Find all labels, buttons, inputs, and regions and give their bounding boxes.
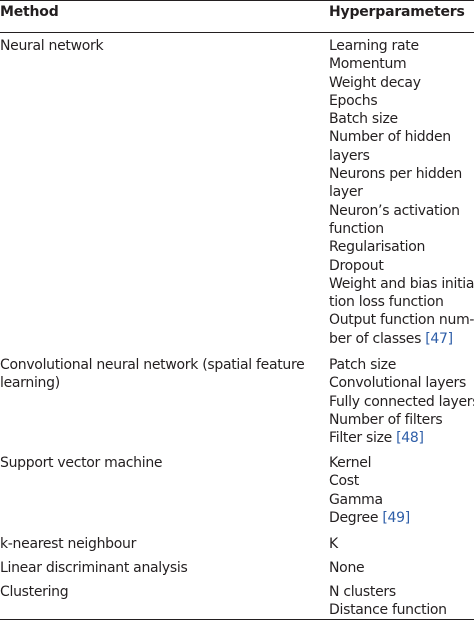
hyperparameter-line: N clusters — [329, 583, 474, 601]
method-cell: Clustering — [0, 584, 69, 600]
method-cell: Convolutional neural network (spatial fe… — [0, 357, 305, 392]
hyperparameter-line: Learning rate — [329, 37, 474, 55]
hyperparameter-text: Degree — [329, 509, 383, 526]
hyperparameter-text: layers — [329, 147, 370, 164]
method-cell: Neural network — [0, 38, 104, 54]
hyperparameter-line: Output function num- — [329, 311, 474, 329]
hyperparameter-text: Learning rate — [329, 38, 419, 54]
hyperparameter-line: Kernel — [329, 454, 474, 472]
hyperparameter-text: Cost — [329, 473, 359, 490]
hyperparameter-line: Epochs — [329, 92, 474, 110]
hyperparameter-text: Gamma — [329, 491, 383, 508]
hyperparameter-line: layer — [329, 183, 474, 201]
hyperparameter-text: K — [329, 536, 338, 552]
hyperparameter-text: Output function num- — [329, 312, 474, 329]
hyperparameter-line: Weight decay — [329, 74, 474, 92]
hyperparameter-line: Filter size [48] — [329, 429, 474, 447]
hyperparameter-line: Degree [49] — [329, 509, 474, 527]
hyperparameter-line: Convolutional layers — [329, 374, 474, 392]
citation-link[interactable]: [48] — [396, 430, 424, 447]
hyperparameter-line: function — [329, 220, 474, 238]
hyperparameter-text: Kernel — [329, 455, 372, 471]
hyperparameter-text: layer — [329, 184, 363, 201]
hyperparameter-line: Gamma — [329, 491, 474, 509]
hyperparameter-line: Weight and bias initia- — [329, 275, 474, 293]
method-cell: Linear discriminant analysis — [0, 560, 188, 576]
hyperparameter-line: Neurons per hidden — [329, 165, 474, 183]
hyperparameter-line: K — [329, 535, 474, 553]
hyperparameter-line: Patch size — [329, 356, 474, 374]
hyperparameter-text: Patch size — [329, 357, 397, 373]
hyperparameter-text: Momentum — [329, 56, 407, 73]
hyperparameter-text: Neuron’s activation — [329, 202, 460, 219]
hyperparameter-text: Batch size — [329, 111, 398, 128]
hyperparameter-text: tion loss function — [329, 294, 444, 311]
hyperparameter-line: Batch size — [329, 110, 474, 128]
method-cell: Support vector machine — [0, 455, 163, 471]
hyperparameter-line: ber of classes [47] — [329, 330, 474, 348]
column-header-hyperparameters: Hyperparameters — [329, 4, 465, 20]
hyperparameter-text: Fully connected layers — [329, 393, 474, 410]
hyperparameter-line: layers — [329, 147, 474, 165]
hyperparameter-text: Weight decay — [329, 74, 421, 91]
citation-link[interactable]: [49] — [382, 509, 410, 526]
hyperparameter-text: Distance function — [329, 602, 447, 619]
hyperparameter-text: Filter size — [329, 430, 397, 447]
table-top-rule — [0, 0, 474, 1]
hyperparameter-line: Number of hidden — [329, 128, 474, 146]
hyperparameter-text: Epochs — [329, 92, 378, 109]
hyperparameter-line: Fully connected layers — [329, 393, 474, 411]
table-header-rule — [0, 32, 474, 33]
hyperparameter-line: Neuron’s activation — [329, 202, 474, 220]
hyperparameter-text: Number of hidden — [329, 129, 451, 146]
hyperparameter-line: Distance function — [329, 601, 474, 619]
hyperparameters-cell: None — [329, 559, 474, 577]
hyperparameters-cell: K — [329, 535, 474, 553]
hyperparameter-text: Weight and bias initia- — [329, 275, 474, 292]
hyperparameter-text: None — [329, 560, 365, 576]
hyperparameter-line: Regularisation — [329, 238, 474, 256]
hyperparameter-line: tion loss function — [329, 293, 474, 311]
hyperparameter-text: Convolutional layers — [329, 375, 466, 392]
hyperparameter-text: Neurons per hidden — [329, 166, 462, 183]
hyperparameter-text: Regularisation — [329, 239, 426, 256]
hyperparameter-text: Dropout — [329, 257, 384, 274]
hyperparameter-text: function — [329, 220, 384, 237]
column-header-method: Method — [0, 4, 59, 20]
citation-link[interactable]: [47] — [425, 330, 453, 347]
hyperparameter-line: Dropout — [329, 257, 474, 275]
method-cell: k-nearest neighbour — [0, 536, 137, 552]
hyperparameter-text: N clusters — [329, 584, 396, 600]
hyperparameter-line: Momentum — [329, 55, 474, 73]
hyperparameter-text: Number of filters — [329, 411, 443, 428]
hyperparameter-text: ber of classes — [329, 330, 426, 347]
hyperparameter-line: Number of filters — [329, 411, 474, 429]
hyperparameter-line: None — [329, 559, 474, 577]
hyperparameter-line: Cost — [329, 472, 474, 490]
